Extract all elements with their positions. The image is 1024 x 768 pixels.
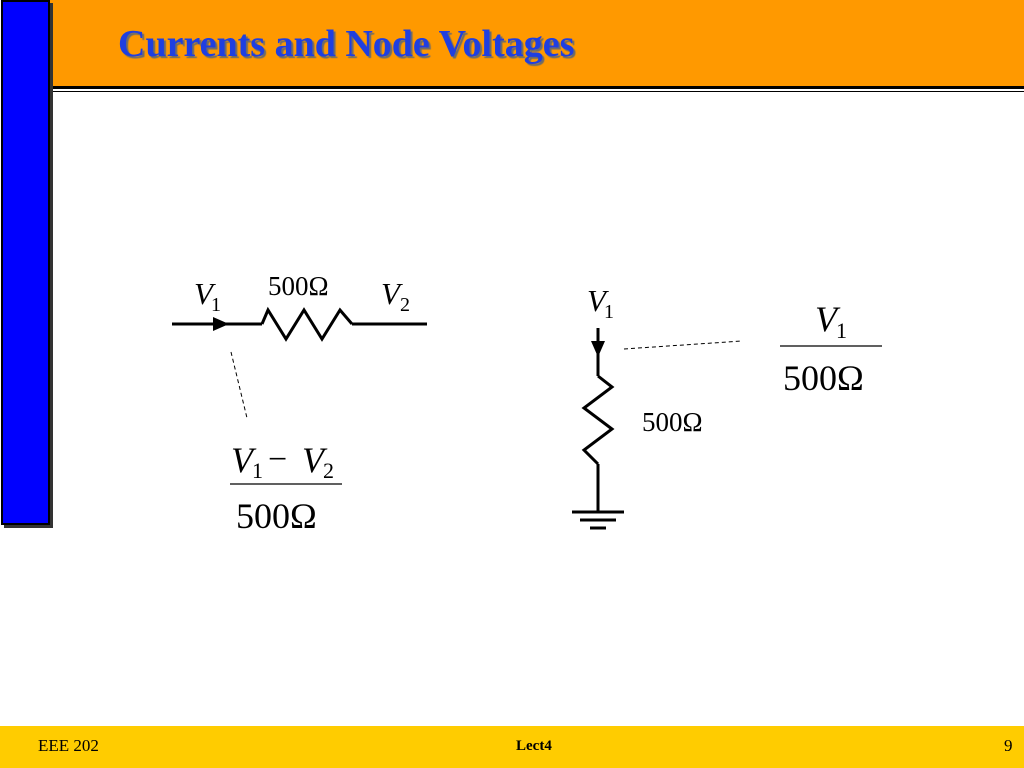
current-arrow-down-icon — [591, 341, 605, 357]
node-v2-sub: 2 — [400, 294, 410, 316]
resistor-horizontal — [260, 306, 354, 342]
slide-title: Currents and Node Voltages — [118, 23, 575, 65]
footer-course: EEE 202 — [38, 736, 99, 755]
formula-num-v2-sub: 2 — [323, 458, 334, 483]
formula-right-num-v: V — [815, 299, 841, 339]
title-bar — [48, 0, 1024, 86]
side-accent-bar — [1, 0, 50, 525]
resistor-label-right: 500Ω — [642, 407, 703, 437]
resistor-label-left: 500Ω — [268, 271, 329, 301]
right-dashed-pointer — [623, 340, 743, 350]
node-v1-right-symbol: V — [587, 283, 609, 318]
formula-num-v2: V — [302, 440, 328, 480]
formula-num-v1-sub: 1 — [252, 458, 263, 483]
node-v1-right-sub: 1 — [604, 301, 614, 323]
footer-bar: EEE 202 Lect4 9 — [0, 726, 1024, 768]
footer-lecture: Lect4 — [516, 738, 552, 754]
formula-denominator: 500Ω — [236, 496, 317, 536]
right-circuit: V 1 500Ω V 1 500Ω — [572, 283, 882, 530]
node-v2-symbol: V — [381, 276, 403, 311]
node-v1-symbol: V — [194, 276, 216, 311]
resistor-vertical — [581, 374, 615, 466]
left-circuit: V 1 V 2 500Ω V 1 − V 2 500Ω — [172, 271, 427, 536]
node-v1-sub: 1 — [211, 294, 221, 316]
formula-right-num-sub: 1 — [836, 318, 847, 343]
title-underline — [48, 86, 1024, 89]
formula-right-denominator: 500Ω — [783, 358, 864, 398]
formula-minus: − — [268, 441, 287, 478]
formula-num-v1: V — [231, 440, 257, 480]
footer-page-number: 9 — [1004, 736, 1013, 755]
left-dashed-pointer — [230, 351, 248, 419]
current-arrow-icon — [213, 317, 229, 331]
title-underline-thin — [48, 91, 1024, 92]
